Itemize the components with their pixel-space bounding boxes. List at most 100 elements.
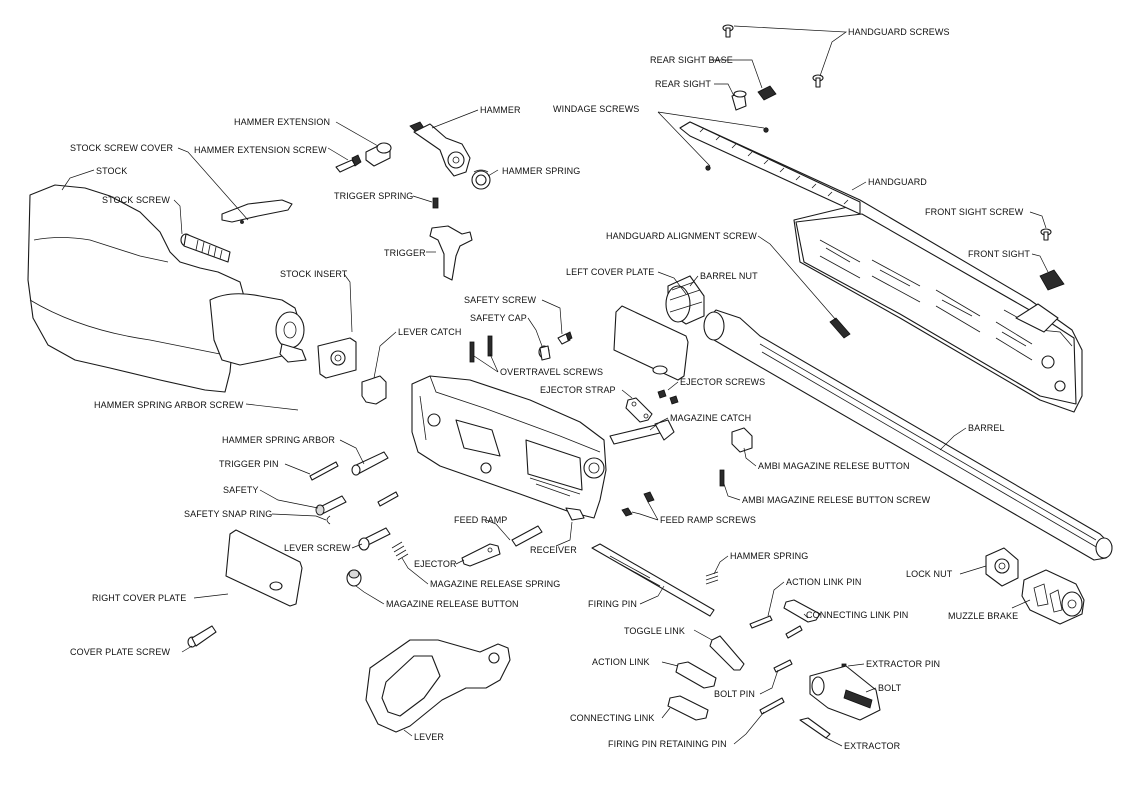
label-safety-cap: SAFETY CAP bbox=[470, 313, 527, 323]
label-magazine-release-spring: MAGAZINE RELEASE SPRING bbox=[430, 579, 560, 589]
safety-snap-ring-part bbox=[326, 515, 331, 525]
windage-screw-a bbox=[763, 127, 769, 133]
label-safety-snap-ring: SAFETY SNAP RING bbox=[184, 509, 272, 519]
label-stock-screw-cover: STOCK SCREW COVER bbox=[70, 143, 173, 153]
label-hammer-extension-screw: HAMMER EXTENSION SCREW bbox=[194, 145, 327, 155]
label-trigger: TRIGGER bbox=[384, 248, 426, 258]
label-extractor-pin: EXTRACTOR PIN bbox=[866, 659, 940, 669]
spare-pin-part bbox=[377, 491, 399, 507]
label-stock-insert: STOCK INSERT bbox=[280, 269, 348, 279]
label-lever-screw: LEVER SCREW bbox=[284, 543, 351, 553]
firing-pin-retaining-pin-part bbox=[759, 697, 785, 715]
ejector-strap-part bbox=[625, 397, 653, 423]
label-rear-sight: REAR SIGHT bbox=[655, 79, 711, 89]
rear-sight-base-part bbox=[757, 85, 777, 101]
front-sight-part bbox=[1039, 269, 1065, 291]
hammer-spring-lower-part bbox=[705, 571, 719, 585]
stock-screw-cover-part bbox=[221, 199, 293, 223]
label-lock-nut: LOCK NUT bbox=[906, 569, 953, 579]
label-handguard-screws: HANDGUARD SCREWS bbox=[848, 27, 950, 37]
label-hammer-spring-arbor: HAMMER SPRING ARBOR bbox=[222, 435, 335, 445]
label-hammer-spring-arbor-screw: HAMMER SPRING ARBOR SCREW bbox=[94, 400, 244, 410]
windage-screw-b bbox=[705, 165, 711, 171]
connecting-link-part bbox=[667, 695, 709, 721]
lever-part bbox=[365, 639, 511, 733]
callout-labels: HANDGUARD SCREWS REAR SIGHT BASE REAR SI… bbox=[70, 27, 1030, 751]
label-firing-pin: FIRING PIN bbox=[588, 599, 637, 609]
stock-screw-cover-pin bbox=[240, 220, 244, 224]
trigger-part bbox=[429, 225, 473, 281]
hammer-extension-part bbox=[365, 142, 392, 167]
label-lever-catch: LEVER CATCH bbox=[398, 327, 461, 337]
connecting-link-pin-part bbox=[785, 625, 803, 639]
trigger-spring-part bbox=[432, 197, 439, 209]
label-toggle-link: TOGGLE LINK bbox=[624, 626, 685, 636]
left-cover-plate-part bbox=[613, 305, 689, 381]
ejector-screws-part bbox=[657, 389, 679, 405]
label-cover-plate-screw: COVER PLATE SCREW bbox=[70, 647, 170, 657]
label-ejector-screws: EJECTOR SCREWS bbox=[680, 377, 765, 387]
label-front-sight: FRONT SIGHT bbox=[968, 249, 1030, 259]
cover-plate-screw-part bbox=[187, 625, 217, 648]
ambi-release-button-part bbox=[731, 427, 753, 453]
ambi-release-button-screw-part bbox=[719, 469, 725, 487]
leader-lines bbox=[61, 25, 1049, 747]
label-hammer: HAMMER bbox=[480, 105, 521, 115]
label-receiver: RECEIVER bbox=[530, 545, 577, 555]
label-handguard: HANDGUARD bbox=[868, 177, 927, 187]
safety-part bbox=[315, 495, 347, 516]
rear-sight-part bbox=[731, 90, 747, 111]
label-safety: SAFETY bbox=[223, 485, 259, 495]
receiver-part bbox=[411, 375, 607, 521]
label-front-sight-screw: FRONT SIGHT SCREW bbox=[925, 207, 1024, 217]
magazine-release-button-part bbox=[346, 569, 362, 587]
label-feed-ramp: FEED RAMP bbox=[454, 515, 507, 525]
bolt-pin-part bbox=[773, 659, 793, 673]
label-safety-screw: SAFETY SCREW bbox=[464, 295, 536, 305]
safety-screw-part bbox=[557, 331, 573, 345]
label-firing-pin-retaining-pin: FIRING PIN RETAINING PIN bbox=[608, 739, 727, 749]
stock-insert-part bbox=[317, 337, 357, 379]
hammer-spring-arbor-part bbox=[351, 451, 389, 476]
safety-cap-part bbox=[538, 345, 551, 361]
connecting-link-upper-part bbox=[783, 599, 821, 623]
magazine-catch-part bbox=[609, 419, 675, 445]
label-ejector-strap: EJECTOR STRAP bbox=[540, 385, 616, 395]
label-magazine-catch: MAGAZINE CATCH bbox=[670, 413, 751, 423]
ejector-part bbox=[461, 543, 501, 567]
label-ambi-release-button: AMBI MAGAZINE RELESE BUTTON bbox=[758, 461, 910, 471]
label-handguard-alignment-screw: HANDGUARD ALIGNMENT SCREW bbox=[606, 231, 757, 241]
muzzle-brake-part bbox=[1021, 569, 1085, 625]
label-ejector: EJECTOR bbox=[414, 559, 457, 569]
lever-screw-part bbox=[358, 527, 391, 551]
label-windage-screws: WINDAGE SCREWS bbox=[553, 104, 639, 114]
label-ambi-release-button-screw: AMBI MAGAZINE RELESE BUTTON SCREW bbox=[742, 495, 931, 505]
feed-ramp-screws-part bbox=[621, 491, 655, 517]
toggle-link-part bbox=[709, 635, 745, 671]
label-bolt-pin: BOLT PIN bbox=[714, 689, 755, 699]
hammer-spring-top-part bbox=[471, 169, 491, 190]
action-link-pin-part bbox=[749, 615, 773, 629]
stock-screw-part bbox=[180, 233, 231, 263]
label-trigger-pin: TRIGGER PIN bbox=[219, 459, 279, 469]
label-hammer-extension: HAMMER EXTENSION bbox=[234, 117, 330, 127]
barrel-part bbox=[703, 309, 1113, 561]
label-feed-ramp-screws: FEED RAMP SCREWS bbox=[660, 515, 756, 525]
label-connecting-link: CONNECTING LINK bbox=[570, 713, 655, 723]
hammer-part bbox=[409, 121, 471, 177]
bolt-part bbox=[809, 665, 881, 721]
label-action-link-pin: ACTION LINK PIN bbox=[786, 577, 862, 587]
label-hammer-spring-lower: HAMMER SPRING bbox=[730, 551, 808, 561]
barrel-nut-part bbox=[665, 275, 705, 325]
magazine-release-spring-part bbox=[391, 541, 409, 561]
right-cover-plate-part bbox=[225, 529, 303, 607]
lock-nut-part bbox=[985, 547, 1019, 587]
trigger-pin-part bbox=[309, 461, 339, 481]
feed-ramp-part bbox=[511, 525, 543, 547]
hammer-extension-screw-part bbox=[335, 154, 362, 173]
handguard-part bbox=[679, 121, 1083, 413]
stock-part bbox=[27, 184, 307, 393]
front-sight-screw-part bbox=[1040, 228, 1052, 241]
handguard-screws-part bbox=[722, 24, 824, 88]
